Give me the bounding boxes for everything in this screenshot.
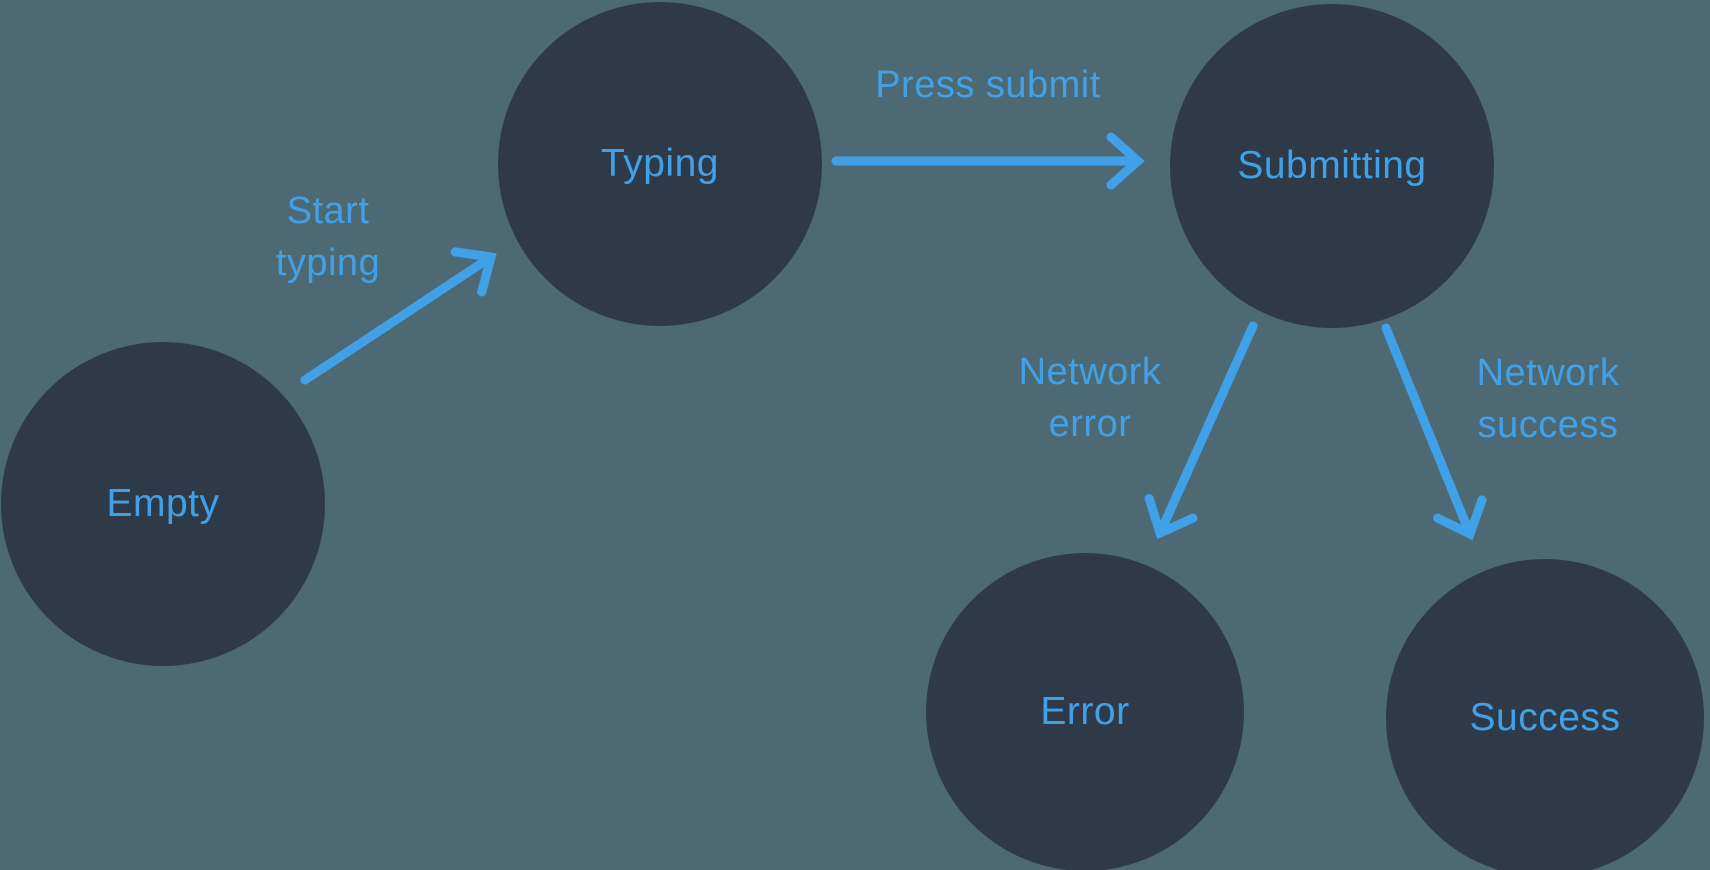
transition-label-line: Network [1476, 352, 1620, 394]
transition-label-line: error [1048, 403, 1132, 445]
transition-arrow-network-success [1381, 323, 1487, 541]
transition-label-line: Press submit [875, 64, 1101, 106]
state-label-success: Success [1469, 696, 1621, 739]
transition-arrow-start-typing [300, 247, 497, 385]
transition-label-start-typing: Start typing [188, 185, 468, 289]
transition-label-line: Network [1018, 351, 1162, 393]
state-label-typing: Typing [601, 142, 719, 185]
transition-label-line: Start [286, 190, 370, 232]
transition-label-network-error: Network error [940, 346, 1240, 450]
transition-label-line: success [1477, 404, 1619, 446]
transition-label-press-submit: Press submit [818, 59, 1158, 111]
state-label-submitting: Submitting [1237, 144, 1427, 187]
state-node-typing: Typing [498, 2, 822, 326]
state-node-error: Error [926, 553, 1244, 870]
state-node-submitting: Submitting [1170, 4, 1494, 328]
transition-arrow-network-error [1144, 321, 1258, 540]
state-node-success: Success [1386, 559, 1704, 870]
state-node-empty: Empty [1, 342, 325, 666]
state-label-error: Error [1040, 690, 1130, 733]
transition-label-network-success: Network success [1388, 347, 1708, 451]
transition-label-line: typing [275, 242, 381, 284]
state-label-empty: Empty [106, 482, 220, 525]
